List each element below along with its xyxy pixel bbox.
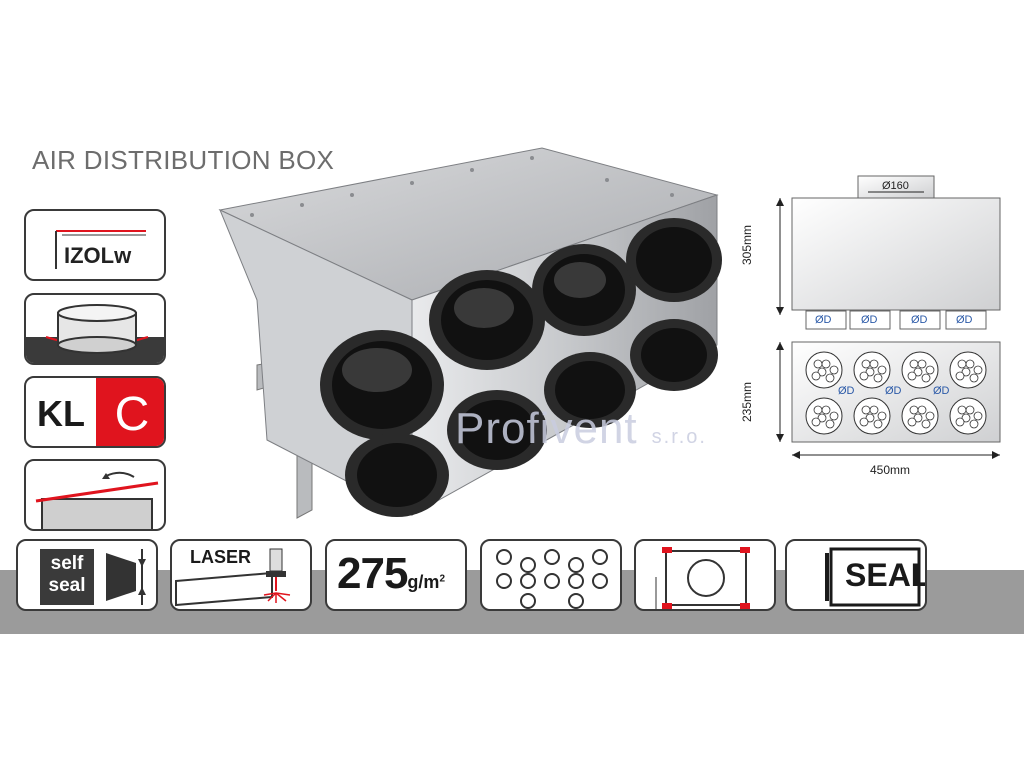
klc-left-label: KL: [37, 393, 85, 434]
outlet-spigots: [320, 218, 722, 517]
technical-drawing: [776, 175, 1001, 459]
outlet-pattern-icon: [480, 539, 622, 611]
self-seal-line1: self: [50, 553, 84, 574]
self-seal-icon: self seal: [16, 539, 158, 611]
weight-exponent: 2: [439, 573, 445, 585]
removable-lid-icon: [24, 459, 166, 531]
outlet-diameter-label-7: ØD: [933, 385, 950, 397]
rubber-seal-collar-icon: [24, 293, 166, 365]
izolw-label: IZOLw: [64, 243, 132, 268]
klc-right-label: C: [96, 378, 164, 446]
seal-icon: SEAL: [785, 539, 927, 611]
depth-dimension-label: 235mm: [740, 381, 754, 422]
laser-label: LASER: [190, 547, 252, 567]
weight-value: 275: [337, 549, 408, 598]
inlet-diameter-label: Ø160: [882, 180, 909, 192]
outlet-diameter-label-5: ØD: [838, 385, 855, 397]
material-weight-icon: 275g/m2: [325, 539, 467, 611]
watermark-suffix: s.r.o.: [651, 426, 707, 448]
self-seal-line2: seal: [48, 575, 86, 596]
outlet-diameter-label-6: ØD: [885, 385, 902, 397]
seal-label: SEAL: [845, 557, 927, 593]
product-photo: [218, 147, 722, 519]
outlet-diameter-label-2: ØD: [861, 314, 878, 326]
watermark-brand: Profivent: [455, 404, 638, 453]
height-dimension-label: 305mm: [740, 224, 754, 265]
weight-unit: g/m: [407, 572, 440, 592]
spigot-frame-icon: [634, 539, 776, 611]
watermark: Profivent s.r.o.: [455, 404, 707, 454]
klc-class-icon: KL C: [24, 376, 166, 448]
page-title: AIR DISTRIBUTION BOX: [32, 145, 335, 175]
width-dimension-label: 450mm: [870, 463, 911, 477]
laser-cut-icon: LASER: [170, 539, 312, 611]
izolw-insulation-icon: IZOLw: [24, 209, 166, 281]
outlet-diameter-label-1: ØD: [815, 314, 832, 326]
outlet-diameter-label-4: ØD: [956, 314, 973, 326]
outlet-diameter-label-3: ØD: [911, 314, 928, 326]
